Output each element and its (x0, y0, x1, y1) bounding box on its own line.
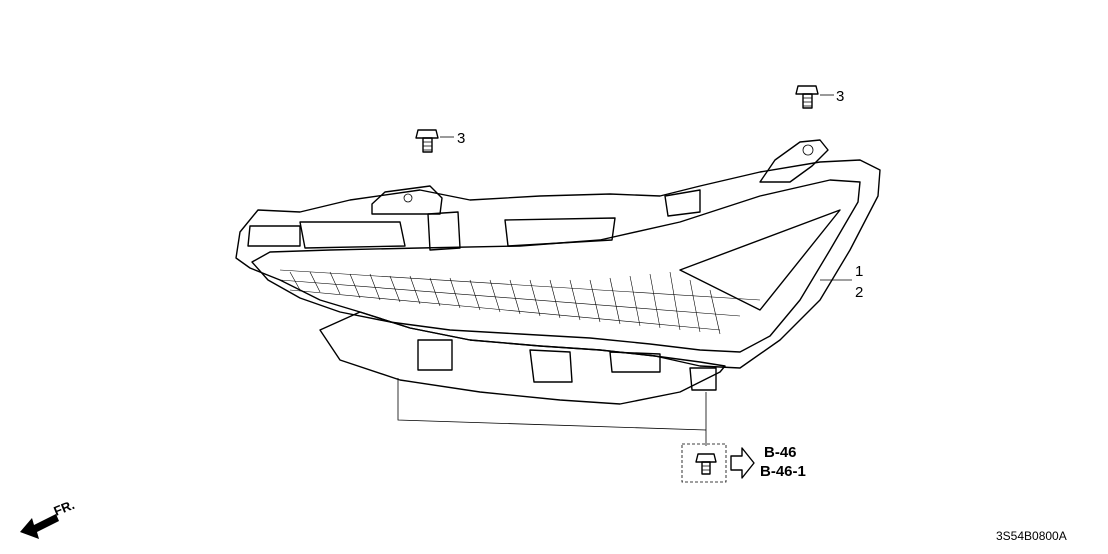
reference-arrow-icon (730, 447, 755, 479)
bolt-right (795, 85, 834, 109)
screw-dashed-box (681, 443, 727, 483)
headlight-assembly (235, 139, 881, 446)
reference-b46-1: B-46-1 (760, 463, 806, 480)
drawing-code: 3S54B0800A (996, 529, 1067, 543)
bolt-left (415, 129, 454, 153)
reference-b46: B-46 (764, 444, 797, 461)
front-direction-arrow-icon (20, 514, 59, 539)
screw (695, 453, 717, 475)
callout-bolt-left: 3 (457, 130, 465, 147)
callout-part-1: 1 (855, 263, 863, 280)
callout-part-2: 2 (855, 284, 863, 301)
callout-bolt-right: 3 (836, 88, 844, 105)
lens-hatching (279, 269, 761, 335)
front-direction-label: FR. (52, 497, 77, 519)
